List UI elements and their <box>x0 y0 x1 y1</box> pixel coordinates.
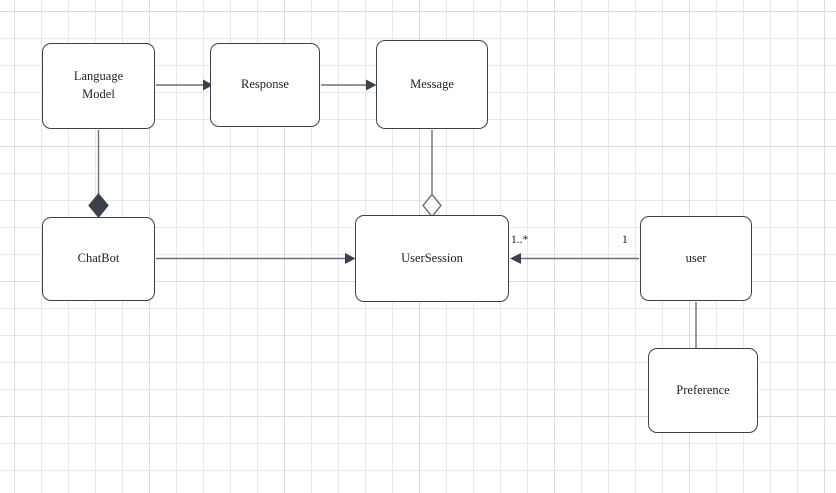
edge-language-model-to-response <box>156 79 213 91</box>
edge-message-to-usersession <box>422 130 442 218</box>
node-label-message: Message <box>410 76 454 91</box>
node-label-response: Response <box>241 77 289 92</box>
node-usersession[interactable]: UserSession <box>355 215 509 302</box>
edge-language-model-to-chatbot <box>88 130 109 218</box>
node-chatbot[interactable]: ChatBot <box>42 217 155 301</box>
multiplicity-label-usersession: 1..* <box>511 234 529 246</box>
node-response[interactable]: Response <box>210 43 320 127</box>
multiplicity-label-user: 1 <box>622 234 628 246</box>
node-label-usersession: UserSession <box>401 250 463 265</box>
hollow-diamond-marker <box>422 193 442 218</box>
node-user[interactable]: user <box>640 216 752 301</box>
node-label-user: user <box>685 250 707 265</box>
edge-chatbot-to-usersession <box>156 253 356 264</box>
node-message[interactable]: Message <box>376 40 488 129</box>
node-label-chatbot: ChatBot <box>77 251 120 266</box>
node-label-language-model: Language Model <box>73 69 124 101</box>
edge-response-to-message <box>321 79 377 91</box>
node-preference[interactable]: Preference <box>648 348 758 433</box>
node-label-preference: Preference <box>676 382 730 397</box>
edge-user-to-usersession <box>510 253 639 264</box>
node-language-model[interactable]: Language Model <box>42 43 155 129</box>
filled-diamond-marker <box>88 193 109 218</box>
